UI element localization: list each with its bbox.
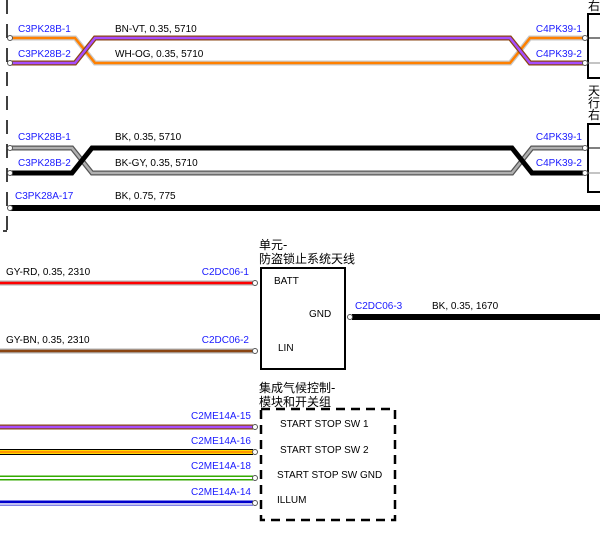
antenna-module-title: 防盗锁止系统天线 xyxy=(259,251,355,266)
terminal-icon xyxy=(252,424,258,430)
wire-label: GY-BN, 0.35, 2310 xyxy=(6,335,90,346)
pin-label-lin: LIN xyxy=(278,343,294,354)
terminal-icons xyxy=(7,35,588,211)
pin-label-gnd: GND xyxy=(309,309,331,320)
connector-label: C2ME14A-15 xyxy=(191,411,251,422)
connector-label: C3PK28A-17 xyxy=(15,191,74,202)
right-component-box-2 xyxy=(587,123,600,193)
connector-label: C2DC06-3 xyxy=(355,301,403,312)
wire-label: BK, 0.75, 775 xyxy=(115,191,176,202)
connector-label: C3PK28B-2 xyxy=(18,158,71,169)
connector-label: C4PK39-2 xyxy=(536,49,583,60)
connector-label: C4PK39-1 xyxy=(536,24,583,35)
wire-label: BK-GY, 0.35, 5710 xyxy=(115,158,198,169)
terminal-icon xyxy=(582,35,588,41)
climate-module-box[interactable] xyxy=(259,407,397,522)
pin-label: START STOP SW 2 xyxy=(280,445,369,456)
connector-label: C2DC06-2 xyxy=(202,335,250,346)
terminal-icon xyxy=(582,145,588,151)
connector-label: C2DC06-1 xyxy=(202,267,250,278)
wire-label: GY-RD, 0.35, 2310 xyxy=(6,267,91,278)
antenna-module-box[interactable] xyxy=(260,267,346,370)
climate-module-title: 模块和开关组 xyxy=(259,395,331,409)
terminal-icon xyxy=(347,314,353,320)
connector-label: C3PK28B-2 xyxy=(18,49,71,60)
terminal-icon xyxy=(252,475,258,481)
terminal-icon xyxy=(252,449,258,455)
wire-label: BK, 0.35, 1670 xyxy=(432,301,499,312)
wire-bu-illum[interactable] xyxy=(0,500,253,506)
wire-label: BN-VT, 0.35, 5710 xyxy=(115,24,197,35)
right-label-mid3: 右 xyxy=(588,107,600,122)
connector-label: C3PK28B-1 xyxy=(18,132,71,143)
pin-label: START STOP SW 1 xyxy=(280,419,369,430)
wire-wh-og[interactable] xyxy=(10,35,585,66)
wire-label: WH-OG, 0.35, 5710 xyxy=(115,49,204,60)
connector-label: C2ME14A-18 xyxy=(191,461,251,472)
terminal-icon xyxy=(7,145,13,151)
terminal-icon xyxy=(582,170,588,176)
right-component-box-1 xyxy=(587,13,600,79)
terminal-icons xyxy=(252,280,353,506)
connector-label: C3PK28B-1 xyxy=(18,24,71,35)
wire-bk[interactable] xyxy=(10,145,585,176)
pin-label-batt: BATT xyxy=(274,276,299,287)
terminal-icon xyxy=(252,280,258,286)
pin-label: ILLUM xyxy=(277,495,306,506)
connector-label: C4PK39-1 xyxy=(536,132,583,143)
terminal-icon xyxy=(7,35,13,41)
terminal-icon xyxy=(252,500,258,506)
right-label-mid1: 天 xyxy=(588,84,600,98)
wire-bn-vt[interactable] xyxy=(10,35,585,66)
terminal-icon xyxy=(7,170,13,176)
terminal-icon xyxy=(582,60,588,66)
right-label-top: 右 xyxy=(588,0,600,13)
antenna-module-title: 单元- xyxy=(259,238,287,252)
terminal-icon xyxy=(7,60,13,66)
wire-label: BK, 0.35, 5710 xyxy=(115,132,182,143)
connector-label: C2ME14A-14 xyxy=(191,487,251,498)
pin-label: START STOP SW GND xyxy=(277,470,382,481)
climate-module-title: 集成气候控制- xyxy=(259,380,335,395)
connector-label: C2ME14A-16 xyxy=(191,436,251,447)
wire-bk-gy[interactable] xyxy=(10,145,585,176)
right-label-mid2: 行 xyxy=(588,96,600,110)
connector-label: C4PK39-2 xyxy=(536,158,583,169)
terminal-icon xyxy=(252,348,258,354)
terminal-icon xyxy=(7,205,13,211)
